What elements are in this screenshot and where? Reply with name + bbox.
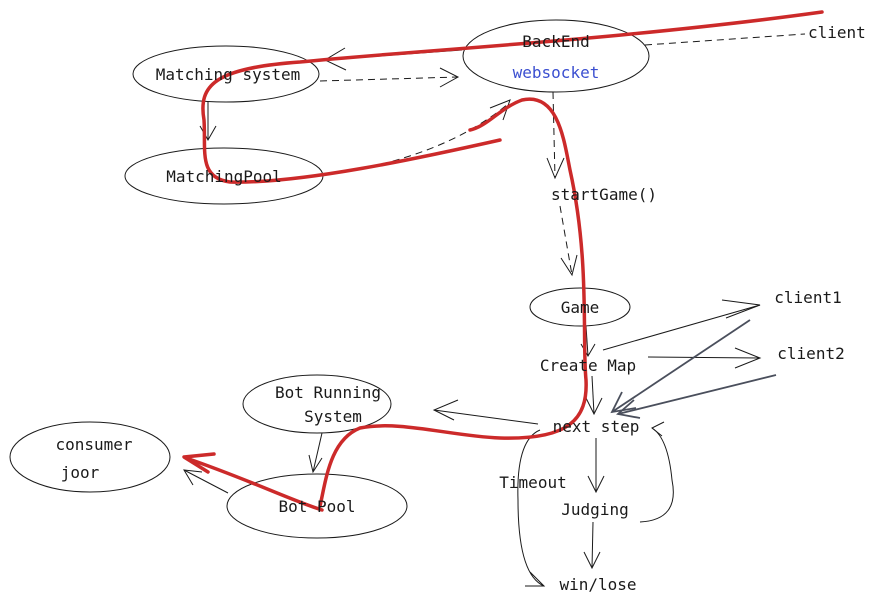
createmap-to-nextstep-arrow [591,375,595,415]
consumer-node [9,421,171,493]
game-to-createmap-arrow [585,325,589,357]
client-backend-connector [644,33,806,46]
arrowhead [616,399,641,419]
consumer-label-line2: joor [61,463,100,482]
backend-label: BackEnd [522,32,589,51]
judging-to-winlose-arrow [591,521,594,569]
arrowhead [525,571,546,587]
judging-loop-arrow [639,427,674,523]
bot-running-label-line2: System [304,407,362,426]
arrowhead [308,454,323,474]
arrowhead [585,397,603,416]
bot-pool-label: Bot Pool [278,497,355,516]
startgame-to-game-arrow [559,205,573,276]
arrowhead [587,475,605,494]
pool-to-backend-arrow [321,103,509,176]
next-step-label: next step [553,417,640,436]
nextstep-to-botrunning-arrow [433,409,539,425]
arrowhead [489,99,511,121]
botrunning-to-botpool-arrow [312,432,323,473]
botpool-to-consumer-arrow [183,469,229,494]
arrowhead [734,347,762,369]
timeout-label: Timeout [499,473,566,492]
client1-to-nextstep-arrow [611,319,751,413]
judging-label: Judging [561,500,628,519]
client-label: client [808,23,866,42]
client2-label: client2 [777,344,844,363]
client1-label: client1 [774,288,841,307]
highlight-path-lower [318,97,588,508]
highlight-arrowhead [182,452,216,474]
bot-running-system-node [242,374,392,434]
arrowhead [721,299,761,319]
highlight-path-to-consumer [184,456,324,512]
game-label: Game [561,298,600,317]
arrowhead [546,157,565,180]
matching-system-label: Matching system [156,65,301,84]
consumer-label-line1: consumer [55,435,132,454]
win-lose-label: win/lose [559,575,636,594]
arrowhead [432,399,459,421]
arrowhead [651,421,665,437]
matching-to-backend-arrow [319,76,459,82]
client2-to-nextstep-arrow [617,374,777,415]
timeout-to-winlose-arrow [517,429,545,587]
create-map-label: Create Map [540,356,636,375]
arrowhead [560,254,578,277]
backend-to-startgame-arrow [552,91,556,179]
matching-pool-label: MatchingPool [166,167,282,186]
createmap-to-client2-arrow [647,356,761,359]
websocket-label: websocket [513,63,600,82]
startgame-label: startGame() [551,185,657,204]
arrowhead [183,469,203,486]
arrowhead [583,551,601,570]
createmap-to-client1-arrow [602,304,761,351]
highlight-path-upper [201,10,824,184]
arrowhead [439,67,460,88]
bot-running-label-line1: Bot Running [275,383,381,402]
game-node [529,287,631,327]
arrowhead [610,391,637,414]
